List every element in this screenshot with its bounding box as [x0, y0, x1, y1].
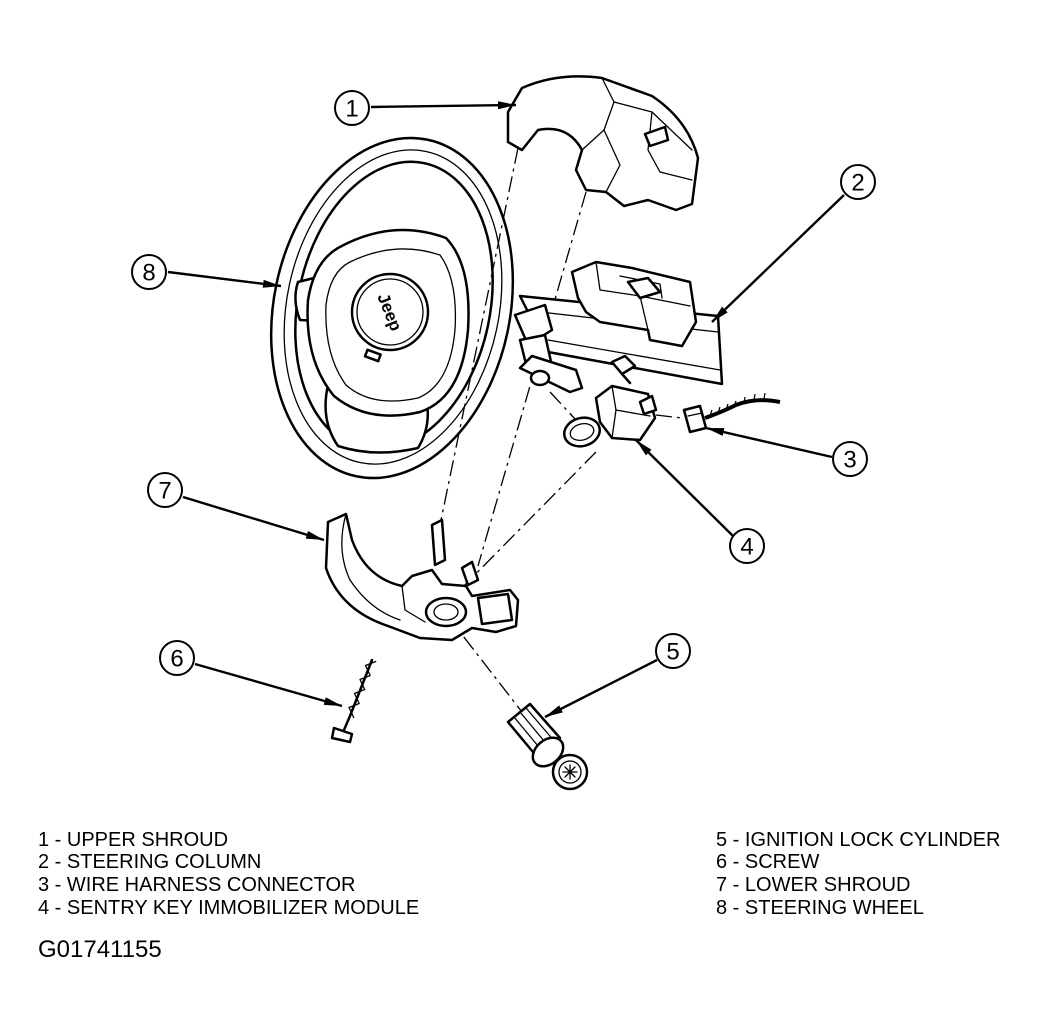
logo-ring-outer: [350, 272, 430, 352]
module-tab: [638, 394, 658, 416]
callout-8: 8: [131, 254, 167, 290]
module-body: [594, 384, 657, 442]
ignition-opening: [424, 596, 468, 628]
callout-6: 6: [159, 640, 195, 676]
wheel-rim-middle: [283, 149, 503, 465]
callout-number: 5: [666, 639, 679, 666]
arrow-7: [182, 495, 325, 542]
legend-item: 5 - IGNITION LOCK CYLINDER: [716, 829, 1001, 851]
legend-item: 8 - STEERING WHEEL: [716, 897, 924, 919]
arrow-8: [167, 270, 282, 288]
callout-7: 7: [147, 472, 183, 508]
steering-column-exploded-diagram: Jeep: [131, 75, 876, 791]
antenna-ring: [562, 416, 602, 448]
callout-number: 4: [740, 534, 753, 561]
legend-item: 7 - LOWER SHROUD: [716, 874, 911, 896]
callout-5: 5: [655, 633, 691, 669]
column-lever: [518, 354, 584, 394]
alignment-lines: [439, 147, 683, 713]
callout-number: 1: [345, 96, 358, 123]
steering-column: [513, 260, 724, 394]
upper-shroud-outline: [506, 75, 700, 212]
alignment-line: [439, 147, 519, 526]
callout-number: 7: [158, 478, 171, 505]
airbag-hub: [306, 228, 470, 417]
key-head-inner: [558, 760, 582, 784]
arrow-6: [194, 662, 343, 708]
callout-number: 3: [843, 447, 856, 474]
callout-3: 3: [832, 441, 868, 477]
arrow-5: [544, 658, 658, 719]
figure-id: G01741155: [38, 936, 162, 963]
screw: [330, 658, 377, 744]
arrow-4: [635, 439, 734, 537]
alignment-line: [655, 414, 683, 419]
ignition-lock-cylinder: [506, 702, 589, 791]
callout-1: 1: [334, 90, 370, 126]
callout-number: 2: [851, 170, 864, 197]
legend-item: 2 - STEERING COLUMN: [38, 851, 262, 873]
steering-wheel: Jeep: [269, 136, 515, 480]
alignment-line: [549, 391, 577, 421]
lower-shroud: [324, 512, 520, 642]
column-bracket: [570, 260, 698, 348]
screw-head: [330, 726, 354, 744]
shroud-notch: [643, 125, 670, 148]
column-screw: [610, 354, 637, 376]
lock-housing-ring: [529, 369, 551, 387]
wire-wrap: [709, 392, 766, 417]
alignment-line: [445, 613, 523, 713]
upper-shroud: [506, 75, 700, 212]
sentry-key-immobilizer-module: [562, 384, 658, 448]
legend-item: 6 - SCREW: [716, 851, 820, 873]
alignment-line: [477, 191, 587, 567]
callout-4: 4: [729, 528, 765, 564]
screw-shaft: [342, 658, 374, 732]
airbag-cover-edge: [325, 248, 457, 402]
antenna-ring-inner: [569, 423, 595, 441]
harness-wire: [704, 398, 781, 420]
logo-ring-inner: [356, 278, 424, 346]
lower-shroud-outline: [324, 512, 520, 642]
callout-number: 8: [142, 260, 155, 287]
horn-symbol: [363, 348, 382, 363]
callout-2: 2: [840, 164, 876, 200]
key-emblem: [562, 764, 578, 780]
ignition-opening-inner: [433, 603, 459, 621]
screw-thread: [348, 660, 377, 719]
shroud-tab: [430, 518, 447, 567]
wire-harness-connector: [682, 392, 781, 434]
shroud-right-section: [476, 592, 514, 626]
legend-item: 3 - WIRE HARNESS CONNECTOR: [38, 874, 356, 896]
callout-number: 6: [170, 646, 183, 673]
arrow-2: [711, 194, 845, 323]
arrow-3: [705, 426, 833, 459]
alignment-line: [451, 451, 597, 599]
bracket-block: [626, 276, 662, 300]
connector-body: [682, 404, 708, 434]
legend-item: 4 - SENTRY KEY IMMOBILIZER MODULE: [38, 897, 420, 919]
legend-item: 1 - UPPER SHROUD: [38, 829, 229, 851]
arrow-1: [370, 101, 517, 110]
callout-arrows: [167, 101, 845, 719]
shroud-clip: [460, 560, 480, 587]
